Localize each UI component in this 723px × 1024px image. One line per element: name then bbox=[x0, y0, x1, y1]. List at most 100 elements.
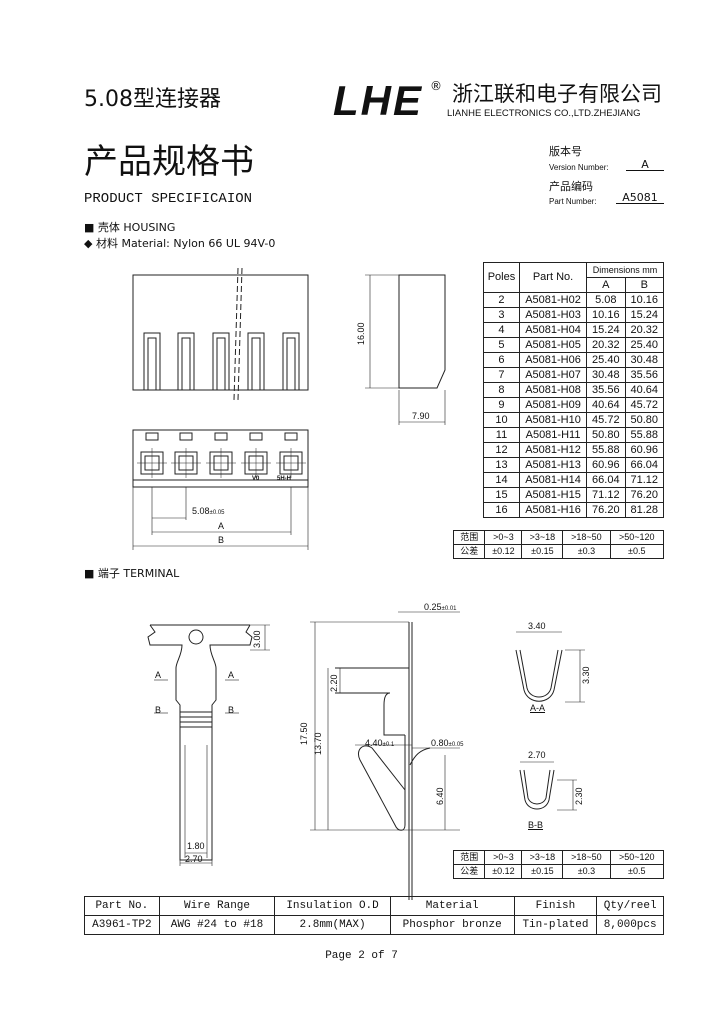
poles-cell: 6 bbox=[483, 352, 520, 368]
spec-header-cell: Insulation O.D bbox=[274, 896, 391, 916]
d080-tol: ±0.05 bbox=[448, 742, 464, 748]
part-no-cell: A5081-H05 bbox=[518, 337, 588, 353]
part-no-cell: A5081-H06 bbox=[518, 352, 588, 368]
section-bb-label: B-B bbox=[528, 820, 544, 830]
part-no-cell: A5081-H15 bbox=[518, 487, 588, 503]
dim-a-cell: 15.24 bbox=[586, 322, 626, 338]
range-cell: >0~3 bbox=[484, 850, 523, 865]
spec-header-cell: Part No. bbox=[84, 896, 160, 916]
dim-depth-790: 7.90 bbox=[412, 411, 430, 421]
dim-a-cell: 76.20 bbox=[586, 502, 626, 518]
d440-value: 4.40 bbox=[365, 738, 383, 748]
dim-bb-width: 2.70 bbox=[528, 750, 546, 760]
dim-b-cell: 25.40 bbox=[624, 337, 665, 353]
poles-cell: 7 bbox=[483, 367, 520, 383]
d025-tol: ±0.01 bbox=[441, 606, 457, 612]
part-value: A5081 bbox=[616, 192, 664, 204]
part-no-cell: A5081-H08 bbox=[518, 382, 588, 398]
terminal-heading: ■ 端子 TERMINAL bbox=[84, 567, 180, 580]
poles-cell: 13 bbox=[483, 457, 520, 473]
dim-a-cell: 35.56 bbox=[586, 382, 626, 398]
doc-title-en: PRODUCT SPECIFICAION bbox=[84, 191, 253, 207]
spec-value-cell: AWG #24 to #18 bbox=[158, 915, 276, 935]
page-number: Page 2 of 7 bbox=[325, 950, 398, 962]
version-value: A bbox=[626, 159, 664, 171]
company-name-en: LIANHE ELECTRONICS CO.,LTD.ZHEJIANG bbox=[447, 108, 641, 119]
tolerance-cell: ±0.15 bbox=[521, 864, 564, 879]
pitch-tol: ±0.05 bbox=[209, 510, 225, 516]
dim-025: 0.25±0.01 bbox=[424, 603, 457, 613]
part-no-cell: A5081-H13 bbox=[518, 457, 588, 473]
part-no-cell: A5081-H09 bbox=[518, 397, 588, 413]
dim-440: 4.40±0.1 bbox=[365, 738, 394, 749]
part-no-cell: A5081-H04 bbox=[518, 322, 588, 338]
doc-title-cn: 产品规格书 bbox=[84, 142, 254, 182]
version-label-en: Version Number: bbox=[549, 163, 609, 172]
housing-slot bbox=[212, 332, 230, 390]
dim-220: 2.20 bbox=[329, 674, 339, 692]
spec-value-cell: Tin-plated bbox=[513, 915, 598, 935]
contact-pad bbox=[137, 432, 167, 478]
part-no-cell: A5081-H11 bbox=[518, 427, 588, 443]
section-b-right: B bbox=[228, 705, 235, 715]
range-cell: >50~120 bbox=[609, 530, 664, 545]
header-b: B bbox=[624, 277, 665, 293]
spec-header-cell: Wire Range bbox=[158, 896, 276, 916]
dim-height-16: 16.00 bbox=[356, 322, 366, 345]
dim-b-cell: 10.16 bbox=[624, 292, 665, 308]
housing-material: ◆ 材料 Material: Nylon 66 UL 94V-0 bbox=[84, 237, 276, 250]
part-no-cell: A5081-H16 bbox=[518, 502, 588, 518]
tolerance-label: 公差 bbox=[452, 544, 486, 559]
dim-640: 6.40 bbox=[435, 787, 445, 805]
poles-cell: 3 bbox=[483, 307, 520, 323]
dim-b-cell: 30.48 bbox=[624, 352, 665, 368]
range-label: 范围 bbox=[452, 530, 486, 545]
mark-v0: V0 bbox=[252, 476, 260, 482]
dim-b-cell: 60.96 bbox=[624, 442, 665, 458]
dim-a-cell: 5.08 bbox=[586, 292, 626, 308]
dim-a-cell: 40.64 bbox=[586, 397, 626, 413]
poles-cell: 5 bbox=[483, 337, 520, 353]
dim-a-cell: 30.48 bbox=[586, 367, 626, 383]
tolerance-table-terminal: 范围>0~3>3~18>18~50>50~120 公差±0.12±0.15±0.… bbox=[452, 850, 664, 879]
dim-300: 3.00 bbox=[252, 630, 262, 648]
housing-heading: ■ 壳体 HOUSING bbox=[84, 221, 176, 234]
poles-cell: 4 bbox=[483, 322, 520, 338]
header-dimensions: Dimensions mm bbox=[586, 262, 664, 278]
version-label-cn: 版本号 bbox=[549, 145, 582, 158]
dim-a-cell: 10.16 bbox=[586, 307, 626, 323]
tolerance-label: 公差 bbox=[452, 864, 486, 879]
dim-pitch: 5.08±0.05 bbox=[192, 506, 225, 517]
housing-side-view bbox=[365, 274, 446, 425]
tolerance-cell: ±0.15 bbox=[521, 544, 564, 559]
poles-cell: 15 bbox=[483, 487, 520, 503]
dim-b-cell: 20.32 bbox=[624, 322, 665, 338]
dim-a-cell: 60.96 bbox=[586, 457, 626, 473]
poles-cell: 10 bbox=[483, 412, 520, 428]
part-no-cell: A5081-H02 bbox=[518, 292, 588, 308]
registered-mark: ® bbox=[430, 79, 442, 93]
poles-cell: 8 bbox=[483, 382, 520, 398]
housing-bottom-view bbox=[132, 429, 309, 550]
part-no-cell: A5081-H07 bbox=[518, 367, 588, 383]
range-cell: >50~120 bbox=[609, 850, 664, 865]
poles-cell: 14 bbox=[483, 472, 520, 488]
housing-slot bbox=[247, 332, 265, 390]
dim-b-cell: 71.12 bbox=[624, 472, 665, 488]
housing-front-view bbox=[132, 267, 309, 401]
tolerance-table-housing: 范围>0~3>3~18>18~50>50~120 公差±0.12±0.15±0.… bbox=[452, 530, 664, 559]
dim-a-cell: 25.40 bbox=[586, 352, 626, 368]
spec-value-cell: 8,000pcs bbox=[596, 915, 664, 935]
spec-header-cell: Qty/reel bbox=[596, 896, 664, 916]
pitch-value: 5.08 bbox=[192, 506, 210, 516]
